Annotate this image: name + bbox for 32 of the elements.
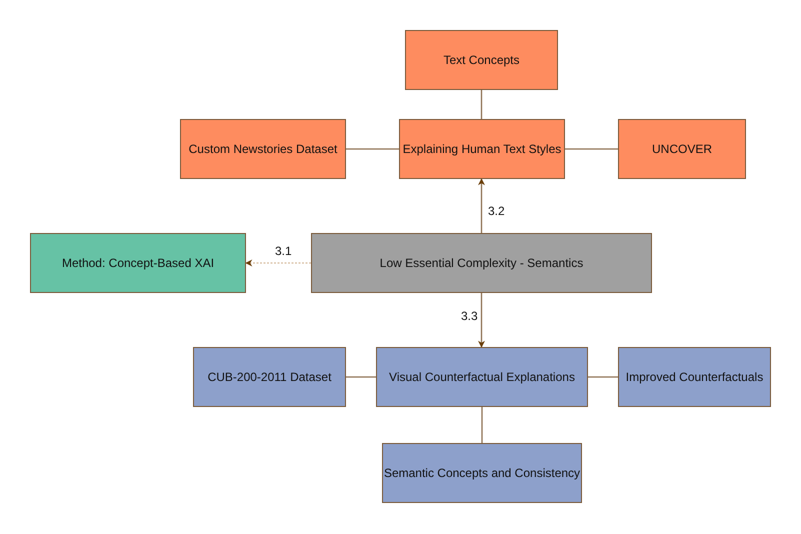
process-box bbox=[618, 119, 746, 179]
process-box bbox=[193, 347, 346, 407]
process-box bbox=[311, 233, 652, 293]
box-label: Semantic Concepts and Consistency bbox=[384, 466, 580, 480]
process-box bbox=[618, 347, 771, 407]
box-label: Text Concepts bbox=[443, 53, 520, 67]
connector-line bbox=[346, 376, 376, 378]
edge-label: 3.1 bbox=[274, 244, 293, 258]
edge-label: 3.3 bbox=[460, 309, 479, 323]
arrow bbox=[478, 293, 485, 348]
process-box bbox=[30, 233, 246, 293]
connector-line bbox=[480, 90, 482, 119]
box-label: Improved Counterfactuals bbox=[626, 370, 764, 384]
process-box bbox=[376, 347, 588, 407]
process-box bbox=[399, 119, 565, 179]
box-label: Custom Newstories Dataset bbox=[188, 142, 338, 156]
process-box bbox=[405, 30, 558, 90]
box-label: CUB-200-2011 Dataset bbox=[208, 370, 332, 384]
box-label: Explaining Human Text Styles bbox=[402, 142, 562, 156]
box-label: Low Essential Complexity - Semantics bbox=[380, 256, 584, 270]
box-label: UNCOVER bbox=[652, 142, 712, 156]
box-label: Visual Counterfactual Explanations bbox=[389, 370, 575, 384]
process-box bbox=[382, 443, 582, 503]
process-box bbox=[180, 119, 346, 179]
arrow bbox=[478, 178, 485, 233]
arrow bbox=[245, 260, 311, 266]
connector-line bbox=[481, 407, 483, 443]
connector-line bbox=[565, 148, 618, 150]
connector-line bbox=[588, 376, 618, 378]
edge-label: 3.2 bbox=[487, 204, 506, 218]
connector-line bbox=[346, 148, 399, 150]
box-label: Method: Concept-Based XAI bbox=[62, 256, 214, 270]
